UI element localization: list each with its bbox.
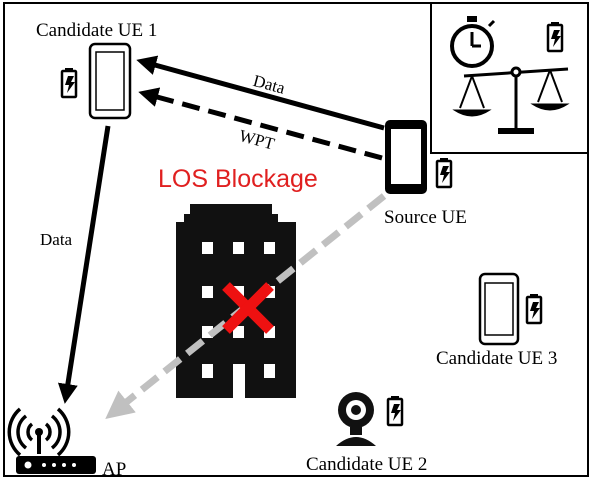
candidate-ue-2-label: Candidate UE 2: [306, 454, 428, 475]
tradeoff-art: [450, 16, 570, 134]
stopwatch-icon: [450, 16, 496, 68]
building-icon: [176, 204, 296, 398]
inset-battery-icon: [546, 20, 564, 53]
candidate-ue-1-phone-icon: [88, 42, 132, 120]
candidate-ue-3-battery-icon: [525, 292, 543, 325]
los-blockage-label: LOS Blockage: [158, 165, 318, 193]
ap-router-icon: [7, 407, 96, 474]
data-link-top: [136, 55, 385, 131]
source-ue-phone-icon: [385, 120, 427, 194]
tradeoff-inset: [430, 2, 589, 154]
ap-label: AP: [102, 459, 127, 480]
outer-frame: [3, 2, 589, 477]
candidate-ue-3-phone-icon: [478, 272, 520, 346]
blocked-x-icon: [222, 282, 274, 334]
candidate-ue-1-battery-icon: [60, 66, 78, 99]
candidate-ue-3-label: Candidate UE 3: [436, 348, 558, 369]
candidate-ue-2-webcam-icon: [336, 392, 376, 446]
source-ue-label: Source UE: [384, 207, 467, 228]
candidate-ue-1-label: Candidate UE 1: [36, 20, 158, 41]
candidate-ue-2-battery-icon: [386, 394, 404, 427]
balance-scale-icon: [452, 66, 570, 134]
data-link-left-label: Data: [40, 230, 73, 249]
data-link-left: [57, 125, 111, 404]
wpt-link: [138, 87, 383, 161]
source-ue-battery-icon: [435, 156, 453, 189]
